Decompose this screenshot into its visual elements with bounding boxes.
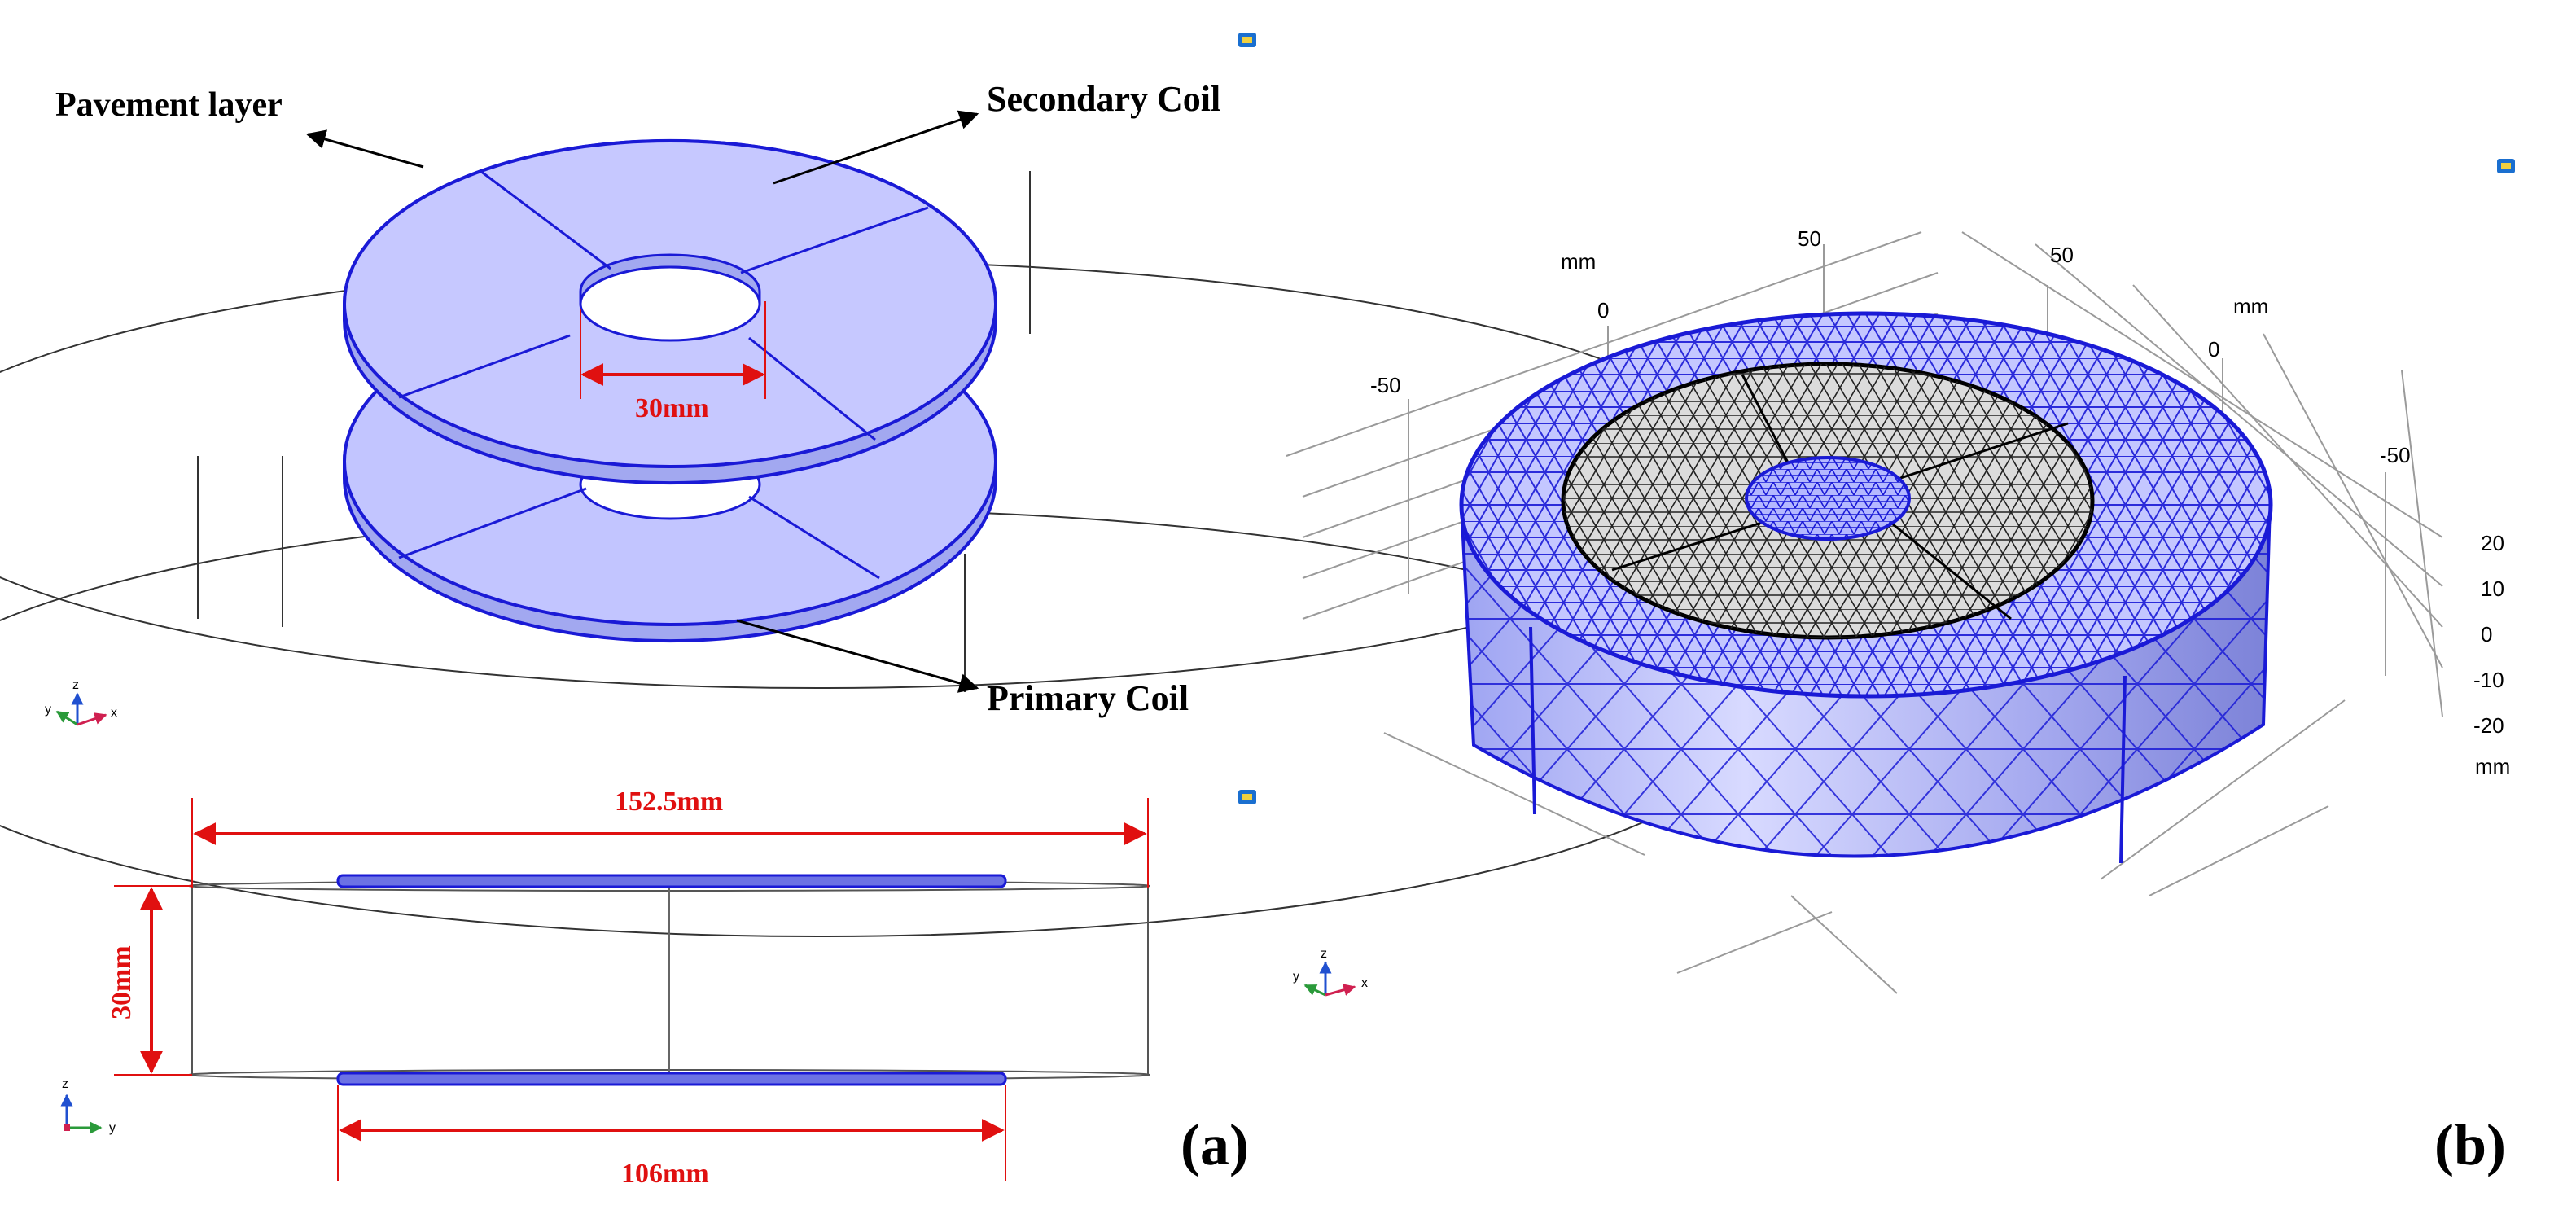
secondary-coil-label: Secondary Coil <box>987 79 1220 119</box>
tick-mm-z: mm <box>2475 754 2510 778</box>
secondary-coil <box>343 139 997 484</box>
pavement-layer-label: Pavement layer <box>55 86 283 124</box>
axis-triad-iso: z y x <box>45 678 117 726</box>
tick-50-right: 50 <box>2050 243 2074 267</box>
tick-z-10: 10 <box>2481 576 2504 601</box>
toolbar-icon-b[interactable] <box>2497 159 2515 173</box>
pavement-side-outline <box>188 879 1150 1081</box>
toolbar-icon-side[interactable] <box>1238 790 1256 804</box>
tick-mm-right: mm <box>2233 294 2268 318</box>
panel-a-tag: (a) <box>1181 1112 1249 1177</box>
hole-diameter-dimension: 30mm <box>580 301 766 423</box>
primary-coil-label: Primary Coil <box>987 678 1189 718</box>
axis-z-label-side: z <box>62 1077 68 1091</box>
panel-a-side-view: 152.5mm 30mm 106mm z y (a) <box>60 787 1256 1189</box>
axis-z-label-b: z <box>1321 947 1327 961</box>
axis-x-label-b: x <box>1361 976 1368 990</box>
tick-50-left: 50 <box>1798 226 1821 251</box>
panel-b-tag: (b) <box>2434 1112 2506 1177</box>
axis-y-label: y <box>45 703 51 717</box>
gap-dimension: 30mm <box>107 885 192 1076</box>
tick-z-0: 0 <box>2481 622 2492 647</box>
axis-y-label-b: y <box>1293 970 1299 984</box>
tick-z-20: 20 <box>2481 531 2504 555</box>
tick-z-minus10: -10 <box>2473 668 2504 692</box>
panel-a-iso-view: 30mm Pavement layer Secondary Coil Prima… <box>0 33 1750 937</box>
axis-tick-labels: mm 50 0 -50 50 mm 0 -50 20 10 0 -10 -20 … <box>1370 226 2510 778</box>
secondary-coil-slab <box>336 874 1007 888</box>
coil-diameter-dimension: 106mm <box>337 1085 1006 1189</box>
width-label: 152.5mm <box>615 787 723 817</box>
gap-label: 30mm <box>107 945 137 1019</box>
coil-diameter-label: 106mm <box>621 1159 709 1189</box>
tick-z-minus20: -20 <box>2473 713 2504 738</box>
hole-diameter-label: 30mm <box>635 393 709 423</box>
axis-z-label: z <box>72 678 79 692</box>
axis-triad-side: z y <box>60 1077 116 1135</box>
tick-0-left: 0 <box>1597 298 1609 322</box>
tick-minus50-left: -50 <box>1370 373 1401 397</box>
axis-y-label-side: y <box>109 1121 116 1135</box>
panel-b-mesh-view: mm 50 0 -50 50 mm 0 -50 20 10 0 -10 -20 … <box>1286 159 2515 1177</box>
tick-0-right: 0 <box>2208 337 2219 362</box>
callout-arrows <box>305 110 979 693</box>
tick-minus50-right: -50 <box>2380 443 2411 467</box>
toolbar-icon[interactable] <box>1238 33 1256 47</box>
width-dimension: 152.5mm <box>191 787 1149 888</box>
axis-triad-b: z y x <box>1293 947 1368 997</box>
mesh-cylinder-top <box>1459 311 2273 699</box>
axis-x-label: x <box>111 706 117 720</box>
tick-mm-left: mm <box>1561 249 1596 274</box>
primary-coil-slab <box>336 1072 1007 1086</box>
